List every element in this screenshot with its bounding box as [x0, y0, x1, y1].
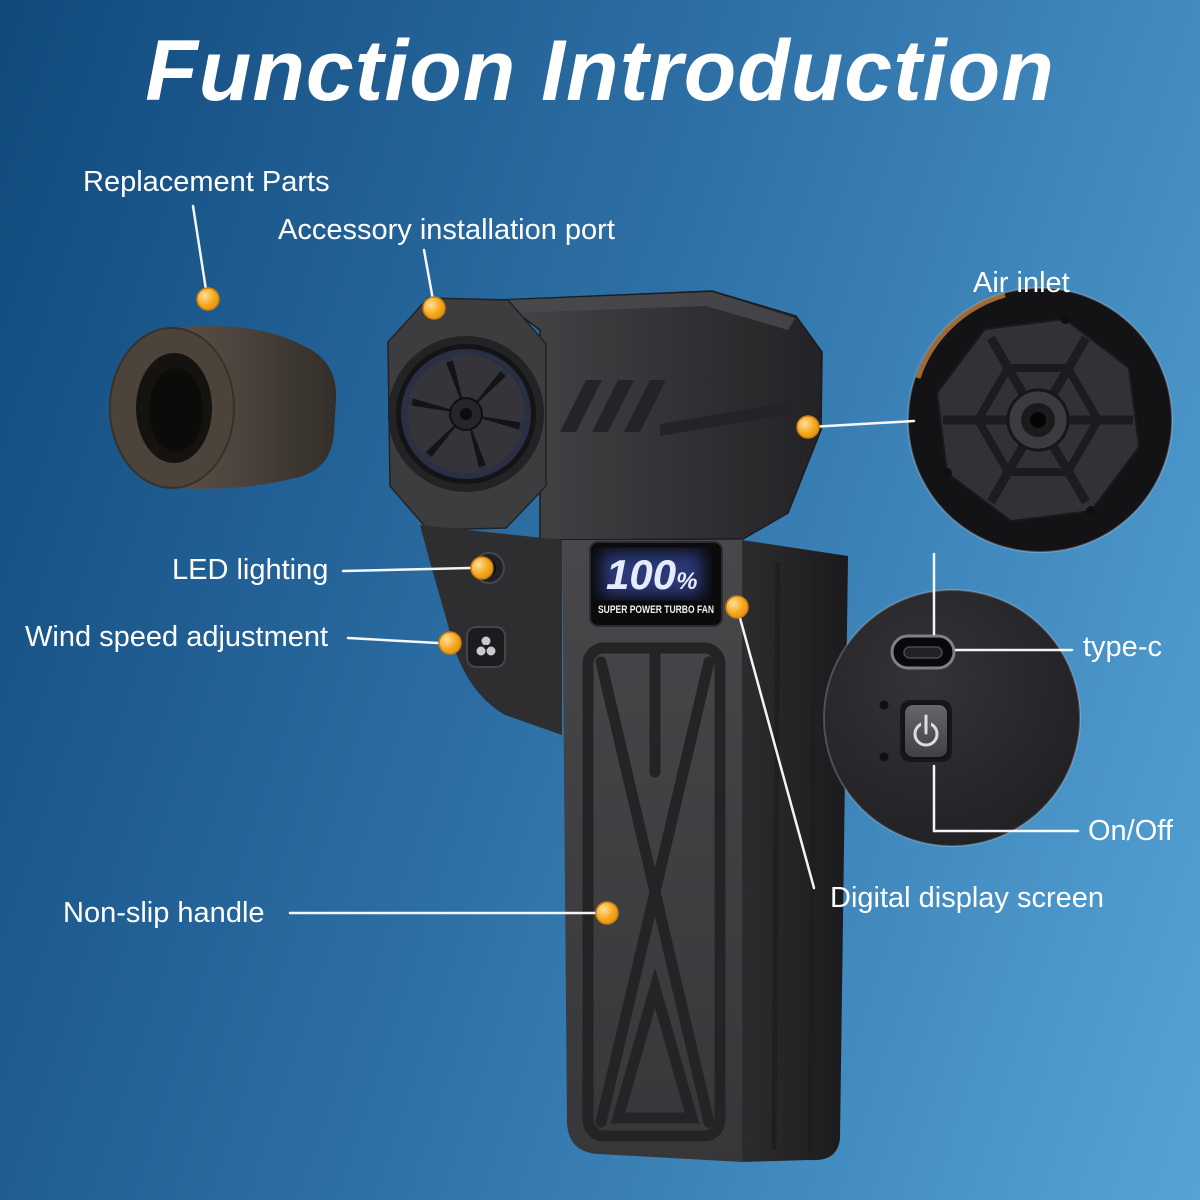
label-wind-speed: Wind speed adjustment: [25, 621, 329, 653]
nozzle-bore: [149, 368, 203, 452]
handle-grip-pattern: [582, 642, 726, 1142]
ports-inset: [823, 589, 1081, 847]
label-digital-display: Digital display screen: [830, 882, 1105, 914]
screw: [942, 468, 952, 478]
handle-side-face: [742, 540, 848, 1162]
head-accent-stripe: [624, 380, 666, 432]
label-non-slip-handle: Non-slip handle: [63, 897, 265, 929]
label-on-off: On/Off: [1088, 815, 1173, 847]
type-c-port: [890, 634, 956, 670]
label-led-lighting: LED lighting: [172, 554, 329, 586]
device-neck: [420, 525, 562, 735]
head-accent-stripe: [592, 380, 634, 432]
leader-line: [341, 566, 472, 573]
leader-line: [735, 605, 816, 890]
callout-dots: [196, 287, 820, 925]
device-handle: 100% SUPER POWER TURBO FAN: [562, 540, 848, 1162]
leader-line: [346, 636, 440, 645]
screw: [1086, 506, 1096, 516]
label-replacement-parts: Replacement Parts: [83, 166, 330, 198]
replacement-nozzle: [109, 326, 337, 489]
fan-head-bevel: [508, 292, 795, 330]
fan-head: [387, 290, 823, 541]
leader-line: [191, 204, 208, 292]
air-inlet-rim-light: [915, 292, 1006, 379]
handle-side-groove: [807, 565, 818, 1153]
display-glow: [602, 552, 702, 596]
label-accessory-port: Accessory installation port: [278, 214, 615, 246]
callout-dot: [470, 556, 494, 580]
callout-dot: [725, 595, 749, 619]
head-accent-stripe: [560, 380, 602, 432]
head-accent-stripe-long: [660, 402, 790, 436]
display-percent-text: 100%: [606, 551, 697, 598]
air-inlet-inset: [907, 287, 1173, 553]
label-air-inlet: Air inlet: [973, 267, 1070, 299]
callout-dot: [796, 415, 820, 439]
page-title: Function Introduction: [145, 23, 1055, 119]
fan-hub-center: [460, 408, 472, 420]
callout-lines: [191, 204, 1080, 915]
screw: [879, 752, 889, 762]
callout-dot: [422, 296, 446, 320]
wind-speed-button: [466, 626, 506, 668]
callout-dot: [438, 631, 462, 655]
leader-line: [422, 248, 435, 302]
air-inlet-hex-ring: [973, 364, 1103, 476]
handle-side-groove: [771, 561, 781, 1151]
callout-dot: [196, 287, 220, 311]
air-inlet-hub-center: [1030, 412, 1046, 428]
leader-line: [808, 419, 916, 429]
fan-blue-ring: [401, 349, 531, 479]
screw: [879, 700, 889, 710]
leader-line: [932, 764, 1080, 833]
display-caption: SUPER POWER TURBO FAN: [598, 604, 714, 616]
power-button: [900, 700, 952, 762]
callout-dot: [595, 901, 619, 925]
label-type-c: type-c: [1083, 631, 1162, 663]
digital-display: 100% SUPER POWER TURBO FAN: [589, 541, 723, 627]
screw: [1060, 314, 1070, 324]
